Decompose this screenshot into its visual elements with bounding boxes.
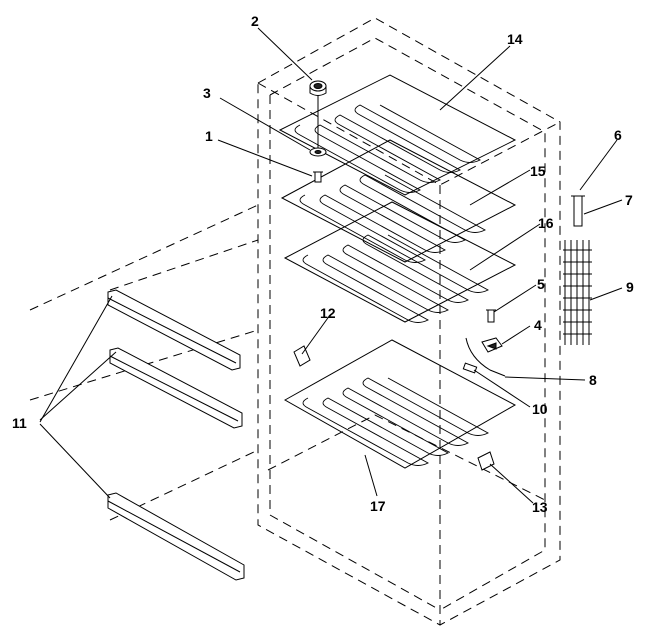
callout-10: 10 [532, 401, 548, 417]
part-6-7-probe [571, 195, 585, 227]
rail-lower [107, 492, 245, 581]
callout-16: 16 [538, 215, 554, 231]
callout-3: 3 [203, 85, 211, 101]
callout-4: 4 [534, 317, 542, 333]
evaporator-shelf-16 [283, 201, 517, 323]
part-12-bracket [293, 345, 311, 367]
part-2-knob [309, 80, 327, 148]
callout-14: 14 [507, 31, 523, 47]
part-1-screw [313, 171, 323, 183]
part-4-clip [481, 337, 503, 353]
callout-1: 1 [205, 128, 213, 144]
callout-9: 9 [626, 279, 634, 295]
part-8-10-tube [462, 337, 506, 377]
callout-12: 12 [320, 305, 336, 321]
callout-11: 11 [12, 415, 27, 431]
part-9-condenser [563, 240, 592, 345]
cabinet-outline [29, 17, 561, 626]
part-3-bearing [309, 147, 327, 157]
callout-7: 7 [625, 192, 633, 208]
callout-15: 15 [530, 163, 546, 179]
leader-lines [39, 27, 623, 504]
callout-2: 2 [251, 13, 259, 29]
callout-17: 17 [370, 498, 386, 514]
evaporator-shelf-14 [278, 74, 517, 196]
callout-13: 13 [532, 499, 548, 515]
callout-6: 6 [614, 127, 622, 143]
evaporator-shelf-15 [280, 139, 517, 263]
callout-5: 5 [537, 276, 545, 292]
rail-upper [107, 289, 241, 371]
part-13-bracket [477, 451, 495, 471]
rail-middle [109, 347, 243, 429]
part-5-screw [486, 309, 496, 323]
evaporator-shelf-17 [283, 339, 517, 469]
callout-8: 8 [589, 372, 597, 388]
